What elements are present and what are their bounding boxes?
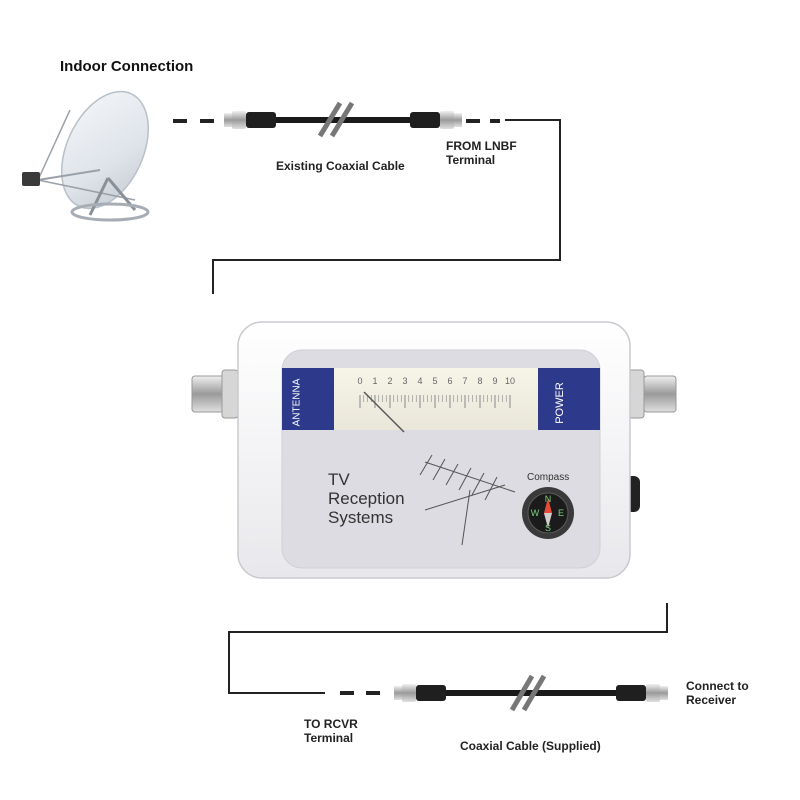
- connect-line1: Connect to: [686, 679, 749, 693]
- brand-line2: Reception: [328, 489, 405, 509]
- meter-needle: [363, 391, 405, 433]
- compass-n: N: [545, 494, 552, 504]
- yagi-antenna-icon: [419, 454, 516, 546]
- device-brand-text: TV Reception Systems: [328, 470, 405, 527]
- connect-receiver-label: Connect to Receiver: [686, 679, 796, 708]
- meter-scale-label: 8: [477, 376, 482, 386]
- compass-label: Compass: [527, 472, 570, 483]
- meter-scale-label: 6: [447, 376, 452, 386]
- from-lnbf-line1: FROM LNBF: [446, 139, 517, 153]
- meter-scale-label: 1: [372, 376, 377, 386]
- compass-e: E: [558, 508, 564, 518]
- meter-scale-label: 9: [492, 376, 497, 386]
- connector-line-top: [212, 119, 561, 294]
- meter-scale-label: 5: [432, 376, 437, 386]
- meter-scale-label: 0: [357, 376, 362, 386]
- to-rcvr-line2: Terminal: [304, 730, 354, 745]
- brand-line1: TV: [328, 470, 350, 489]
- diagram-title: Indoor Connection: [60, 58, 194, 75]
- connect-line2: Receiver: [686, 692, 737, 707]
- meter-scale-label: 10: [505, 376, 515, 386]
- supplied-cable-label: Coaxial Cable (Supplied): [460, 739, 601, 753]
- power-tab-label: POWER: [554, 382, 566, 424]
- meter-scale-label: 4: [417, 376, 422, 386]
- supplied-coaxial-cable: [394, 674, 668, 712]
- to-rcvr-line1: TO RCVR: [304, 717, 358, 731]
- brand-line3: Systems: [328, 508, 394, 528]
- compass-w: W: [531, 508, 540, 518]
- compass-icon: N S E W: [522, 487, 574, 539]
- satellite-dish-icon: [22, 90, 150, 222]
- power-connector-icon: [627, 369, 677, 419]
- meter-scale-label: 3: [402, 376, 407, 386]
- antenna-connector-icon: [191, 369, 239, 419]
- connector-line-bottom: [228, 603, 668, 694]
- to-rcvr-label: TO RCVR Terminal: [304, 717, 424, 746]
- meter-scale-label: 2: [387, 376, 392, 386]
- from-lnbf-line2: Terminal: [446, 152, 496, 167]
- from-lnbf-label: FROM LNBF Terminal: [446, 139, 566, 168]
- meter-scale-label: 7: [462, 376, 467, 386]
- existing-cable-label: Existing Coaxial Cable: [276, 159, 405, 173]
- compass-s: S: [545, 523, 551, 533]
- analog-meter-window: [334, 368, 538, 430]
- existing-coaxial-cable: [224, 101, 462, 138]
- antenna-tab-label: ANTENNA: [291, 378, 303, 427]
